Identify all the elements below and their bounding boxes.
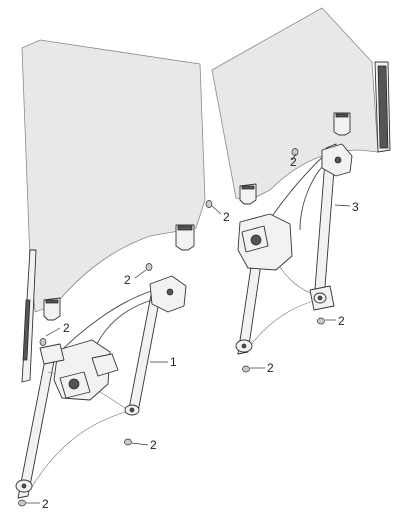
callout-fastener-bottom-right: 2 xyxy=(267,361,274,375)
left-rear-guide-rail xyxy=(21,249,37,383)
callout-fastener-lower-left: 2 xyxy=(150,438,157,452)
callout-fastener-bottom-left: 2 xyxy=(42,497,49,511)
right-window-regulator xyxy=(235,143,353,355)
callout-fastener-glass-left: 2 xyxy=(223,210,230,224)
callout-fastener-rail-left: 2 xyxy=(63,321,70,335)
leader-lines xyxy=(26,153,351,504)
callout-regulator-left: 1 xyxy=(170,355,177,369)
right-rear-guide-rail xyxy=(374,61,391,153)
callout-fastener-upper-left: 2 xyxy=(124,273,131,287)
callout-fastener-glass-right: 2 xyxy=(290,155,297,169)
callout-regulator-right: 3 xyxy=(352,200,359,214)
rear-right-door-glass xyxy=(211,7,379,205)
callout-fastener-rail-right: 2 xyxy=(338,314,345,328)
fastener-clips xyxy=(18,148,325,507)
front-left-door-glass xyxy=(21,39,206,321)
left-window-regulator xyxy=(15,275,187,499)
